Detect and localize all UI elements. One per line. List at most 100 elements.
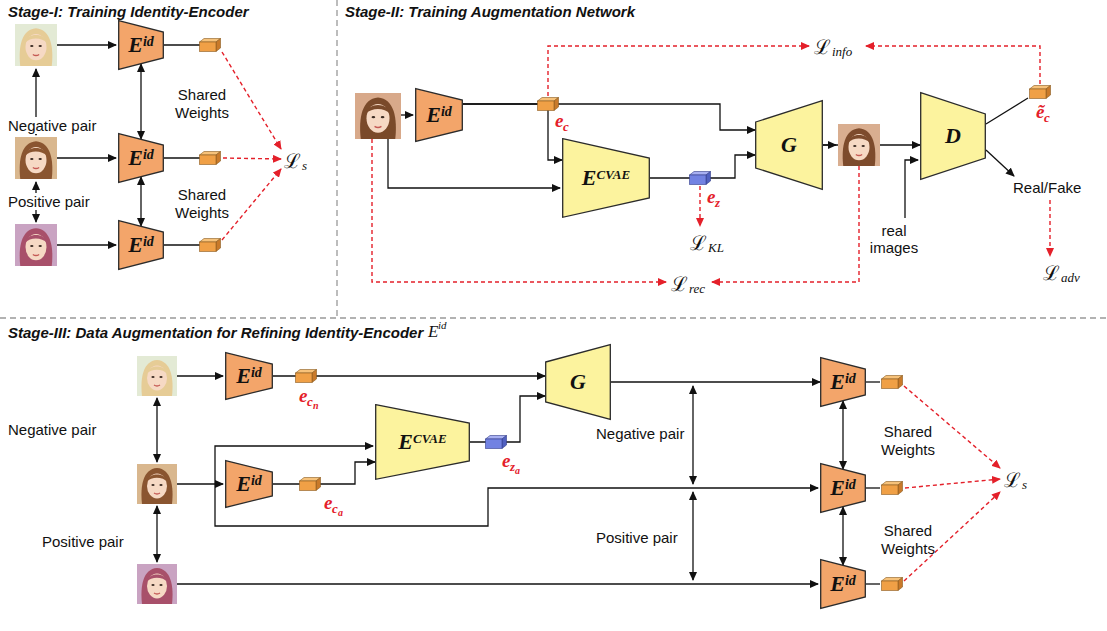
embedding-subscript: a — [338, 507, 343, 518]
generated-face — [843, 128, 876, 166]
pair-label: Negative pair — [596, 425, 684, 442]
encoder-block: Eid — [225, 460, 273, 508]
face-photo — [141, 468, 172, 504]
encoder-block: Eid — [820, 357, 866, 407]
face-photo-bg — [15, 224, 57, 266]
trapezoid — [119, 21, 164, 70]
connector — [140, 177, 141, 226]
block-label: Eid — [128, 234, 154, 256]
block-superscript: id — [845, 371, 856, 386]
edge-label: Shared Weights — [170, 86, 234, 122]
block-label-area: Eid — [820, 463, 866, 513]
block-superscript: id — [143, 147, 154, 162]
network-block: G — [755, 100, 823, 190]
face-photo — [141, 360, 172, 396]
loss-arrow — [1049, 200, 1050, 256]
input-arrow — [57, 244, 116, 245]
connector — [842, 401, 843, 469]
pair-arrow — [692, 386, 693, 484]
encoder-block: Eid — [118, 220, 164, 270]
input-arrow — [57, 44, 116, 45]
trapezoid — [226, 353, 273, 400]
output-line — [164, 157, 200, 158]
face-photo — [20, 228, 53, 266]
feature-cube — [882, 482, 903, 495]
block-label-area: Eid — [820, 357, 866, 407]
network-block: G — [545, 344, 611, 420]
loss-arrow — [866, 46, 1040, 84]
feature-cube — [296, 370, 317, 383]
embedding-subscript: c — [307, 394, 313, 410]
connector — [463, 104, 562, 160]
block-name: E — [398, 429, 413, 454]
block-superscript: id — [845, 477, 856, 492]
block-label: ECVAE — [582, 167, 630, 189]
face-photo-bg — [15, 137, 57, 179]
pair-arrow — [156, 506, 157, 562]
trapezoid — [119, 134, 164, 183]
loss-arrow — [222, 169, 281, 240]
title-math-superscript: id — [438, 319, 447, 331]
feature-cube — [882, 376, 903, 389]
block-label-area: G — [755, 100, 823, 190]
block-superscript: id — [143, 234, 154, 249]
loss-arrow — [372, 139, 666, 282]
trapezoid — [376, 405, 470, 480]
block-label-area: Eid — [820, 559, 866, 609]
input-arrow — [388, 139, 560, 188]
embedding-subscript: c — [332, 501, 338, 517]
edge-label: Shared Weights — [876, 423, 940, 459]
loss-arrow — [905, 479, 1000, 488]
block-label-area: ECVAE — [562, 138, 650, 218]
connector — [273, 462, 375, 484]
feature-cube — [882, 578, 903, 591]
block-label-area: Eid — [415, 88, 463, 142]
encoder-block: Eid — [118, 133, 164, 183]
pair-label: Positive pair — [6, 193, 92, 210]
output-label: Real/Fake — [1013, 179, 1081, 196]
connector — [842, 507, 843, 565]
output-line — [986, 98, 1028, 124]
block-label: D — [945, 125, 961, 147]
trapezoid — [821, 358, 866, 407]
loss-symbol: ℒ — [1004, 466, 1021, 493]
loss-symbol: ℒ — [690, 229, 707, 256]
face-photo-bg — [355, 93, 401, 139]
block-superscript: id — [845, 573, 856, 588]
feature-cube — [538, 98, 559, 111]
encoder-block: Eid — [415, 88, 463, 142]
trapezoid — [821, 464, 866, 513]
block-label-area: Eid — [118, 20, 164, 70]
trapezoid — [821, 560, 866, 609]
block-superscript: id — [143, 34, 154, 49]
embedding-subscript: z — [510, 459, 515, 475]
loss-subscript: rec — [689, 281, 705, 297]
panel-divider — [336, 0, 337, 316]
trapezoid — [546, 345, 611, 420]
input-arrow — [57, 157, 116, 158]
embedding-subscript: a — [515, 465, 520, 476]
face-photo-bg — [838, 124, 880, 166]
output-line — [164, 244, 200, 245]
face-photo — [20, 141, 53, 179]
feature-cube — [300, 478, 321, 491]
face-photo-bg — [15, 24, 57, 66]
embedding-symbol: e — [502, 450, 510, 472]
embedding-symbol: e — [555, 110, 563, 132]
input-arrow — [177, 583, 818, 584]
encoder-block: Eid — [820, 559, 866, 609]
input-arrow — [905, 160, 918, 218]
block-name: E — [830, 369, 845, 394]
output-arrow — [986, 150, 1014, 176]
stage-title: Stage-III: Data Augmentation for Refinin… — [8, 324, 423, 341]
panel-divider — [0, 317, 1107, 318]
edge-label: Shared Weights — [170, 186, 234, 222]
embedding-subscript: c — [1044, 110, 1050, 126]
block-label: Eid — [236, 365, 262, 387]
input-arrow — [401, 114, 413, 115]
trapezoid — [756, 101, 823, 190]
loss-arrow — [548, 46, 809, 96]
